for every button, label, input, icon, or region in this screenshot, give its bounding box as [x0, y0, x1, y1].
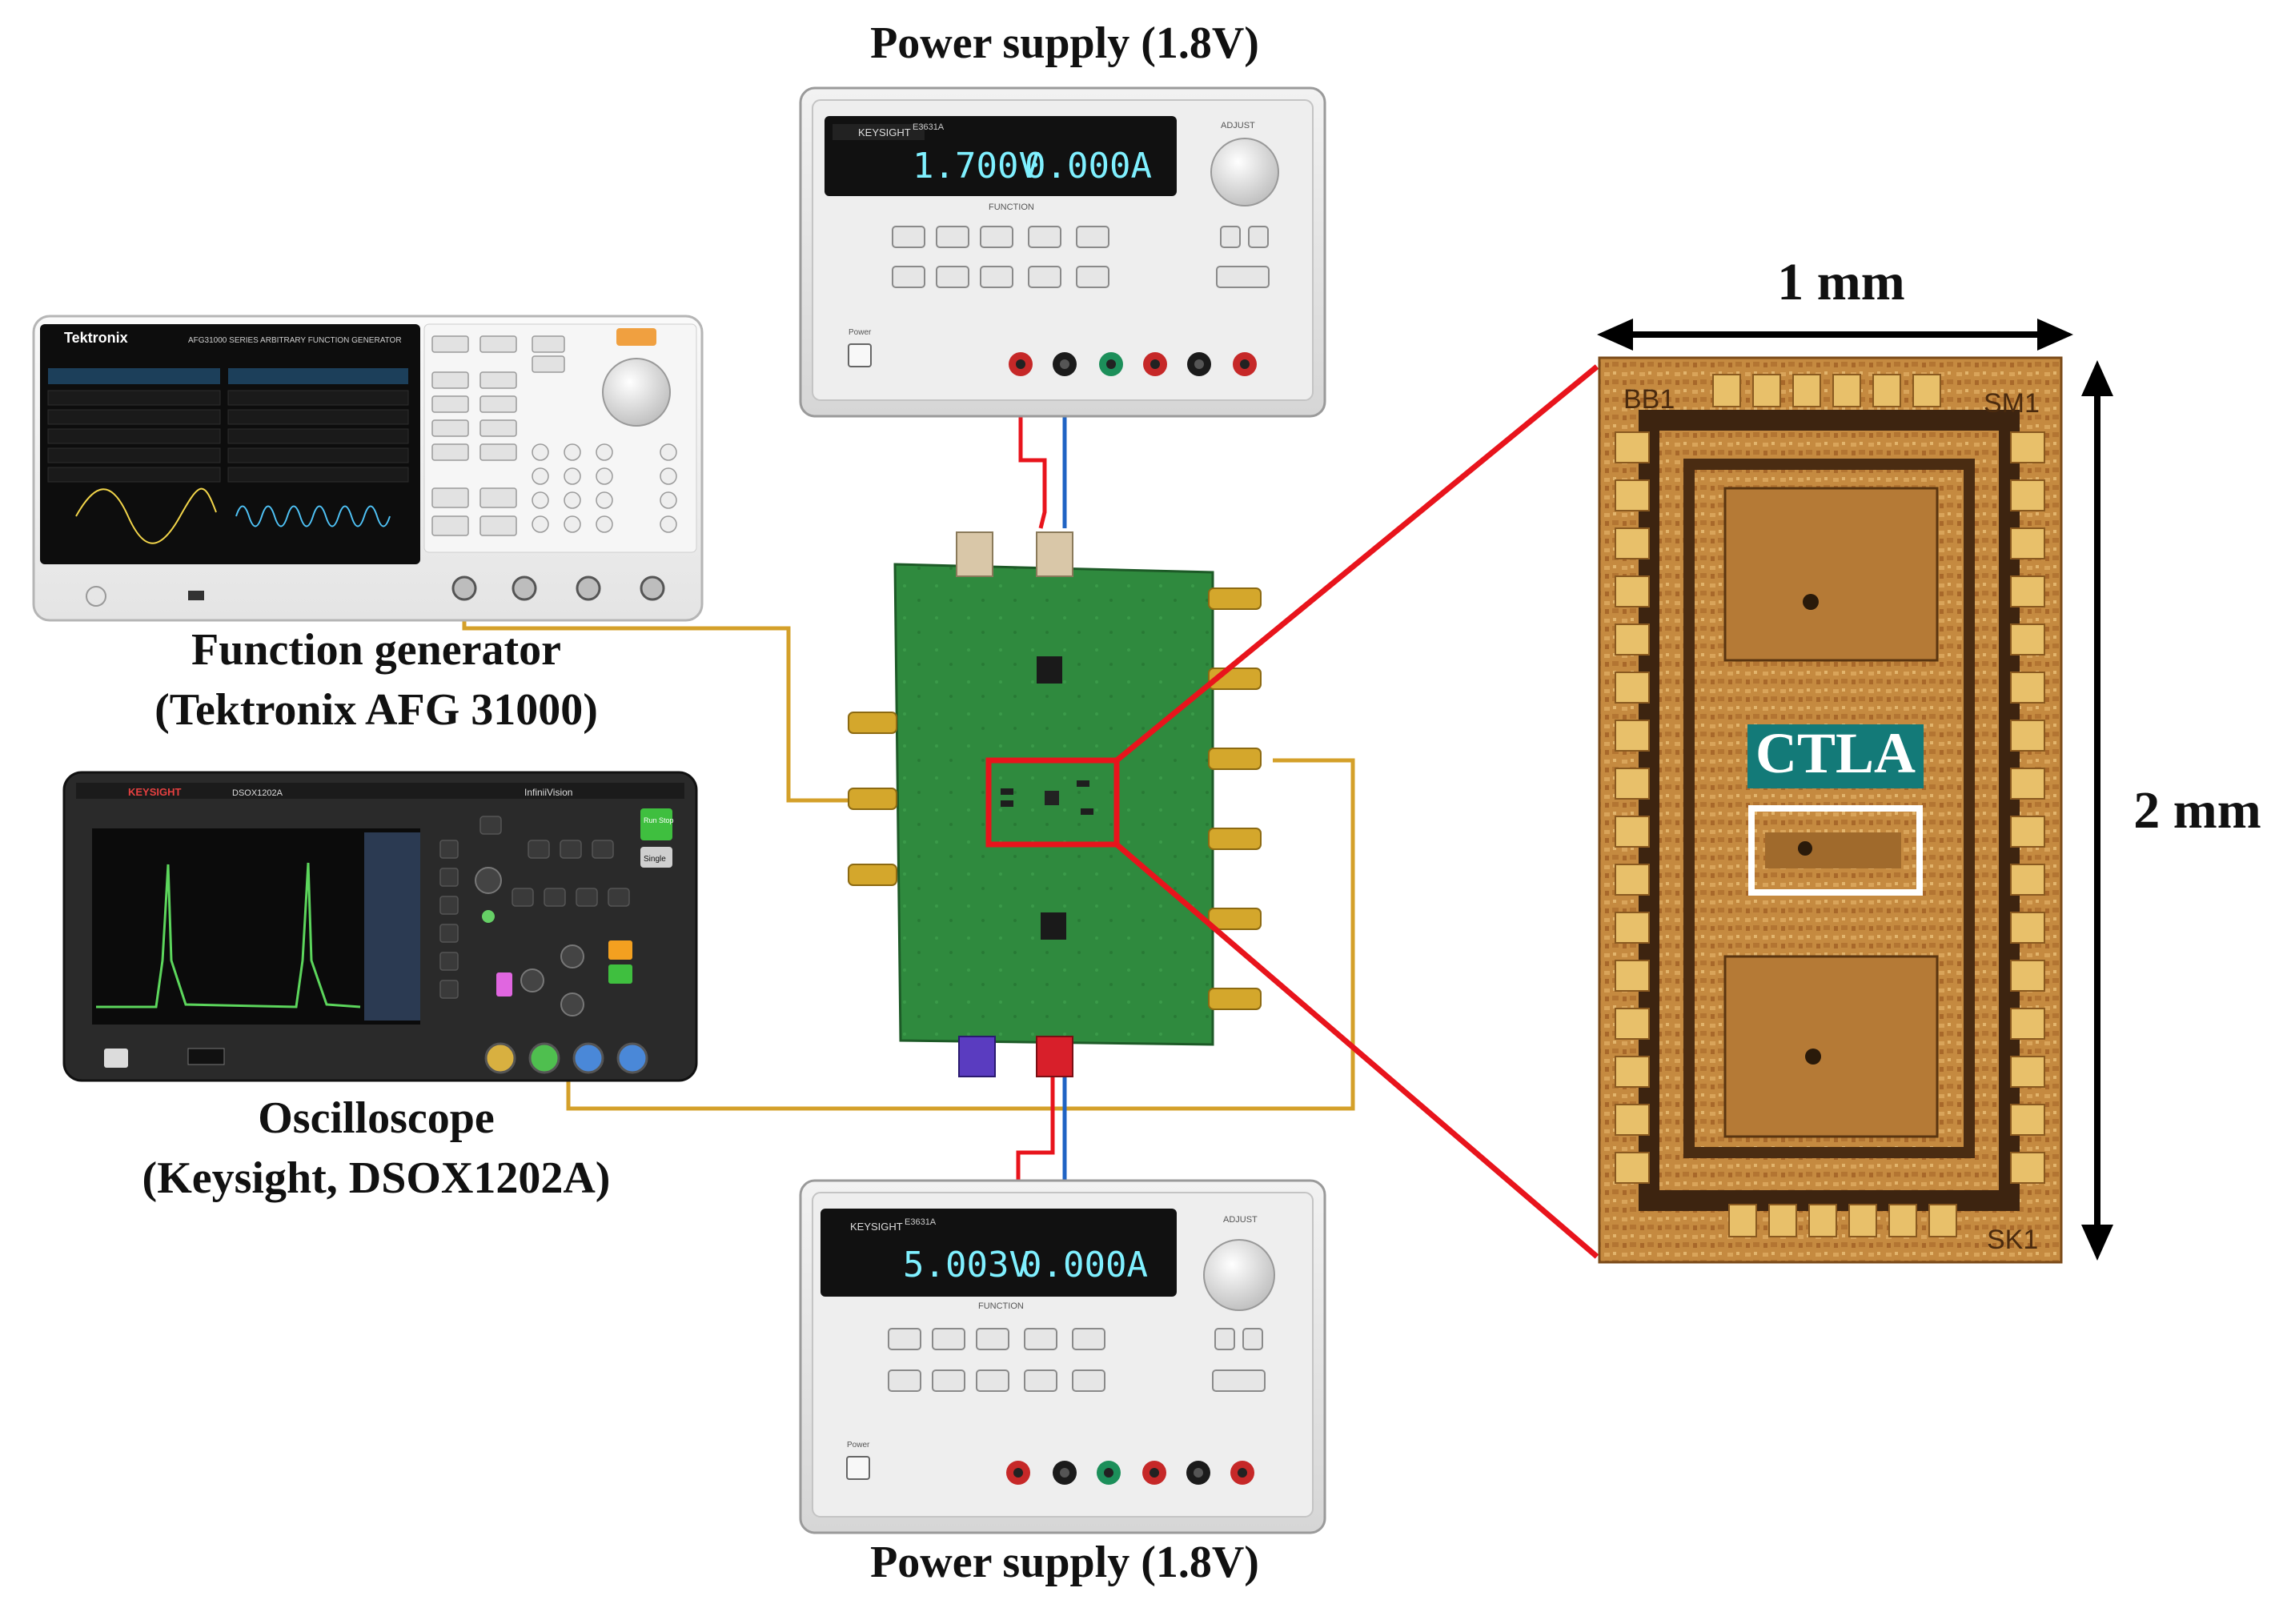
adjust-knob	[1203, 1239, 1275, 1311]
osc-model: DSOX1202A	[232, 788, 283, 798]
pcb-zoom-box	[985, 757, 1120, 848]
ps-bottom-function: FUNCTION	[978, 1301, 1024, 1311]
ps-bottom-power-label: Power	[847, 1441, 870, 1450]
power-supply-bottom: KEYSIGHT E3631A 5.003V 0.000A FUNCTION A…	[799, 1179, 1326, 1534]
power-supply-top-label: Power supply (1.8V)	[870, 18, 1259, 68]
chip-mark-bottom-right: SK1	[1987, 1225, 2038, 1255]
display-panel	[821, 1209, 1177, 1297]
fg-bnc-outputs	[451, 575, 665, 601]
width-dimension-label: 1 mm	[1777, 253, 1905, 311]
ctla-label-bg	[1747, 724, 1924, 788]
osc-single: Single	[644, 855, 666, 864]
binding-posts	[1006, 1461, 1254, 1485]
osc-brand: KEYSIGHT	[128, 786, 182, 798]
chip-micrograph: CTLA BB1 SM1 SK1	[1598, 356, 2063, 1264]
wire-red-top	[1018, 364, 1047, 529]
fg-knob	[602, 358, 671, 427]
ps-top-power-label: Power	[849, 328, 872, 337]
osc-product: InfiniiVision	[524, 787, 572, 798]
ctla-box	[1748, 805, 1923, 896]
adjust-knob	[1210, 138, 1279, 207]
chip-mark-top-left: BB1	[1623, 384, 1675, 415]
function-generator: Tektronix AFG31000 SERIES ARBITRARY FUNC…	[32, 315, 704, 622]
ps-top-brand: KEYSIGHT	[858, 126, 911, 138]
power-supply-top: KEYSIGHT E3631A 1.700V 0.000A FUNCTION A…	[799, 86, 1326, 418]
dimension-width	[1597, 319, 2073, 351]
oscilloscope-label-line1: Oscilloscope	[258, 1093, 495, 1143]
ps-bottom-adjust: ADJUST	[1223, 1215, 1258, 1225]
bond-pads-bottom	[1728, 1204, 1957, 1237]
height-dimension-label: 2 mm	[2133, 781, 2261, 840]
ps-bottom-brand: KEYSIGHT	[850, 1221, 903, 1233]
function-generator-label-line1: Function generator	[191, 625, 561, 675]
bond-pads-right	[2010, 431, 2045, 1184]
ps-top-current: 0.000A	[1025, 146, 1152, 186]
power-switch	[848, 343, 872, 367]
function-buttons	[888, 1328, 1266, 1392]
ps-top-function: FUNCTION	[989, 202, 1034, 212]
binding-posts	[1009, 352, 1257, 376]
function-buttons	[892, 226, 1270, 288]
ps-bottom-current: 0.000A	[1021, 1245, 1148, 1285]
fg-screen	[40, 324, 420, 564]
zoom-lines	[1114, 364, 1599, 1259]
ps-bottom-model: E3631A	[905, 1217, 937, 1227]
fg-series: AFG31000 SERIES ARBITRARY FUNCTION GENER…	[188, 336, 402, 345]
power-supply-bottom-label: Power supply (1.8V)	[870, 1538, 1259, 1587]
oscilloscope: KEYSIGHT DSOX1202A InfiniiVision Run Sto…	[62, 771, 698, 1082]
dimension-height	[2081, 360, 2113, 1261]
chip-mark-top-right: SM1	[1984, 388, 2040, 419]
fg-waveform-ch2	[235, 505, 391, 527]
ps-top-voltage: 1.700V	[913, 146, 1040, 186]
ps-top-adjust: ADJUST	[1221, 121, 1255, 130]
osc-trace-pulse-1	[96, 862, 361, 1008]
ps-bottom-voltage: 5.003V	[903, 1245, 1030, 1285]
fg-waveform-ch1	[75, 487, 217, 544]
fg-brand: Tektronix	[64, 330, 128, 346]
osc-run-stop: Run Stop	[644, 816, 674, 824]
pcb-board	[848, 531, 1262, 1077]
bond-pads-left	[1615, 431, 1650, 1184]
sma-connectors-left	[848, 712, 897, 886]
ps-top-model: E3631A	[913, 122, 945, 132]
ctla-label: CTLA	[1755, 721, 1916, 785]
function-generator-label-line2: (Tektronix AFG 31000)	[154, 685, 598, 735]
wire-pcb-to-osc	[566, 758, 1355, 1111]
osc-bnc-inputs	[484, 1042, 648, 1074]
oscilloscope-label-line2: (Keysight, DSOX1202A)	[142, 1153, 611, 1203]
power-switch	[846, 1456, 870, 1480]
bond-pads-top	[1712, 374, 1941, 407]
